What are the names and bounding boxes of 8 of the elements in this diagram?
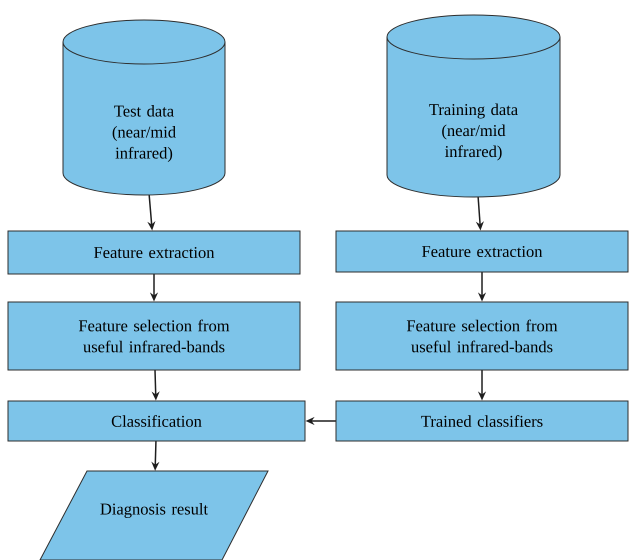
process-box: Feature extraction [8, 230, 300, 274]
database-cylinder: Training data (near/mid infrared) [386, 14, 560, 198]
process-box: Feature extraction [336, 230, 628, 272]
process-box: Classification [8, 400, 306, 442]
database-cylinder: Test data (near/mid infrared) [62, 20, 226, 196]
process-box: Trained classifiers [336, 400, 628, 442]
process-box: Feature selection from useful infrared-bands [8, 302, 300, 370]
process-box: Feature selection from useful infrared-bands [336, 302, 628, 370]
